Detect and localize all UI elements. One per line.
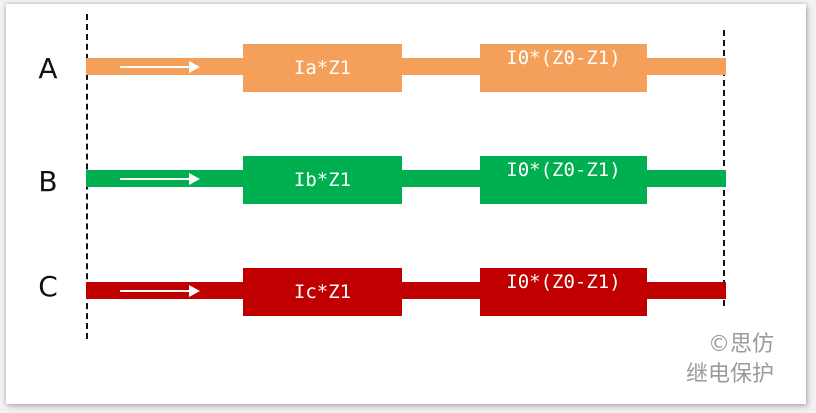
phase-a-zero-seq-box: I0*(Z0-Z1) <box>480 44 647 92</box>
phase-c-impedance-box: Ic*Z1 <box>243 268 402 316</box>
current-arrow-icon <box>120 285 200 297</box>
right-boundary-dashed-line <box>723 30 725 306</box>
phase-b-zero-seq-box: I0*(Z0-Z1) <box>480 156 647 204</box>
watermark-line2: 继电保护 <box>685 362 774 387</box>
watermark-line1: ©思仿 <box>707 332 774 357</box>
phase-b-impedance-box: Ib*Z1 <box>243 156 402 204</box>
phase-a-impedance-box: Ia*Z1 <box>243 44 402 92</box>
phase-label-b: B <box>38 165 58 198</box>
current-arrow-icon <box>120 173 200 185</box>
current-arrow-icon <box>120 61 200 73</box>
phase-c-zero-seq-box: I0*(Z0-Z1) <box>480 268 647 316</box>
phase-label-a: A <box>38 52 58 85</box>
phase-label-c: C <box>38 270 58 303</box>
